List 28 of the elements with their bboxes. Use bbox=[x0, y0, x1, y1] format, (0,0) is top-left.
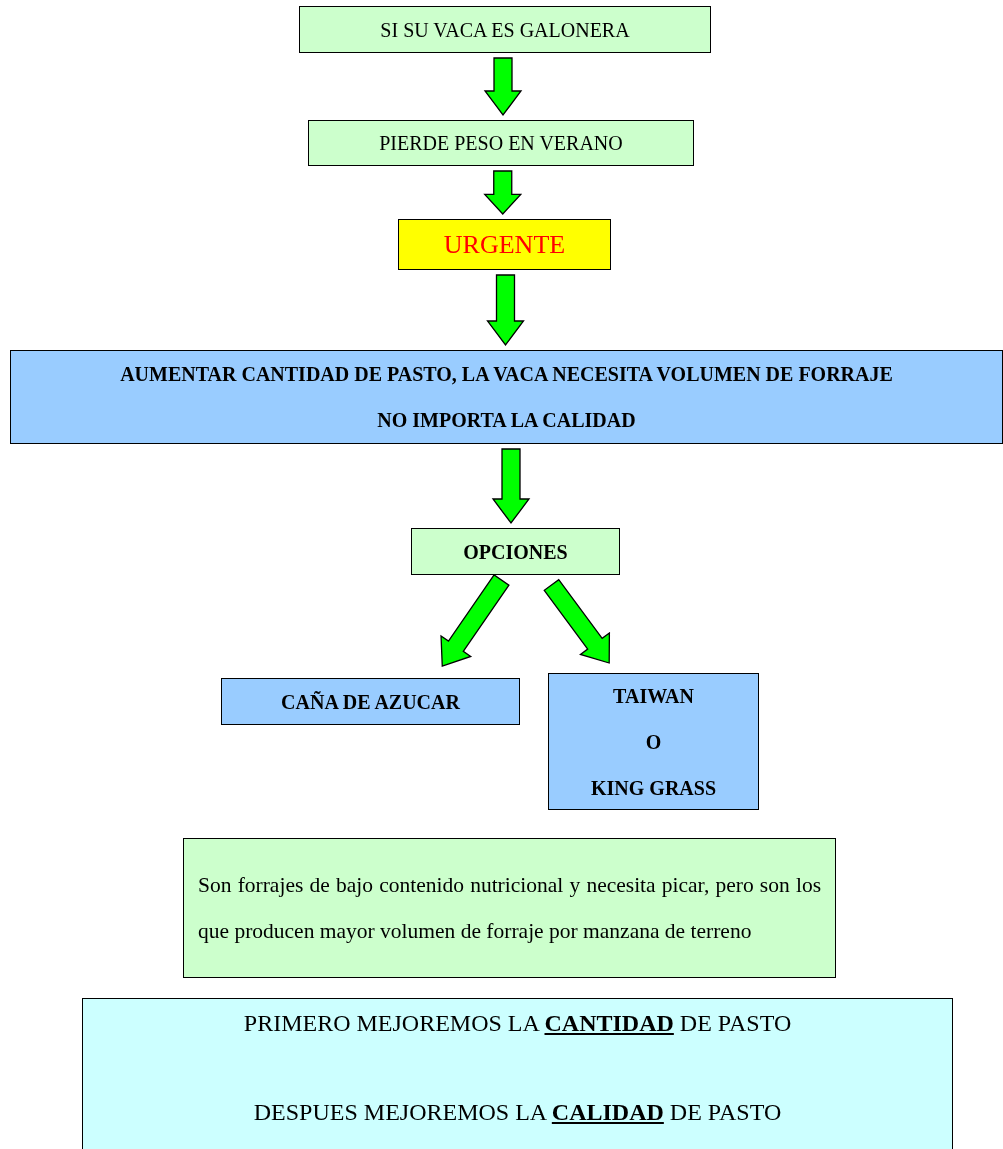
block-arrow bbox=[543, 578, 611, 664]
box-label: DESPUES MEJOREMOS LA CALIDAD DE PASTO bbox=[253, 1097, 782, 1127]
box-label: TAIWAN bbox=[613, 683, 694, 708]
box-label: SI SU VACA ES GALONERA bbox=[380, 17, 630, 42]
box-label: OPCIONES bbox=[463, 539, 568, 564]
box-label: KING GRASS bbox=[591, 775, 716, 800]
action-box bbox=[548, 673, 759, 810]
block-arrow bbox=[483, 170, 523, 215]
box-label: AUMENTAR CANTIDAD DE PASTO, LA VACA NECESITA VOLUMEN DE FORRAJE bbox=[120, 362, 893, 386]
box-label: O bbox=[645, 729, 662, 754]
options-box bbox=[411, 528, 620, 575]
action-box bbox=[10, 350, 1003, 444]
block-arrow bbox=[483, 57, 523, 117]
box-label: PIERDE PESO EN VERANO bbox=[379, 131, 623, 155]
box-label: URGENTE bbox=[443, 228, 566, 261]
summary-box bbox=[82, 998, 953, 1149]
note-text: Son forrajes de bajo contenido nutricional y necesita picar, pero son los que producen mayor volumen de forraje por manzana de terreno bbox=[198, 871, 821, 945]
action-box bbox=[221, 678, 520, 725]
box-label: PRIMERO MEJOREMOS LA CANTIDAD DE PASTO bbox=[243, 1009, 792, 1038]
box-label: NO IMPORTA LA CALIDAD bbox=[377, 408, 636, 432]
alert-box bbox=[398, 219, 611, 270]
block-arrow bbox=[491, 448, 531, 525]
block-arrow bbox=[486, 274, 525, 347]
block-arrow bbox=[440, 574, 510, 667]
step-box bbox=[299, 6, 711, 53]
step-box bbox=[308, 120, 694, 166]
box-label: CAÑA DE AZUCAR bbox=[281, 689, 460, 714]
note-box bbox=[183, 838, 836, 978]
